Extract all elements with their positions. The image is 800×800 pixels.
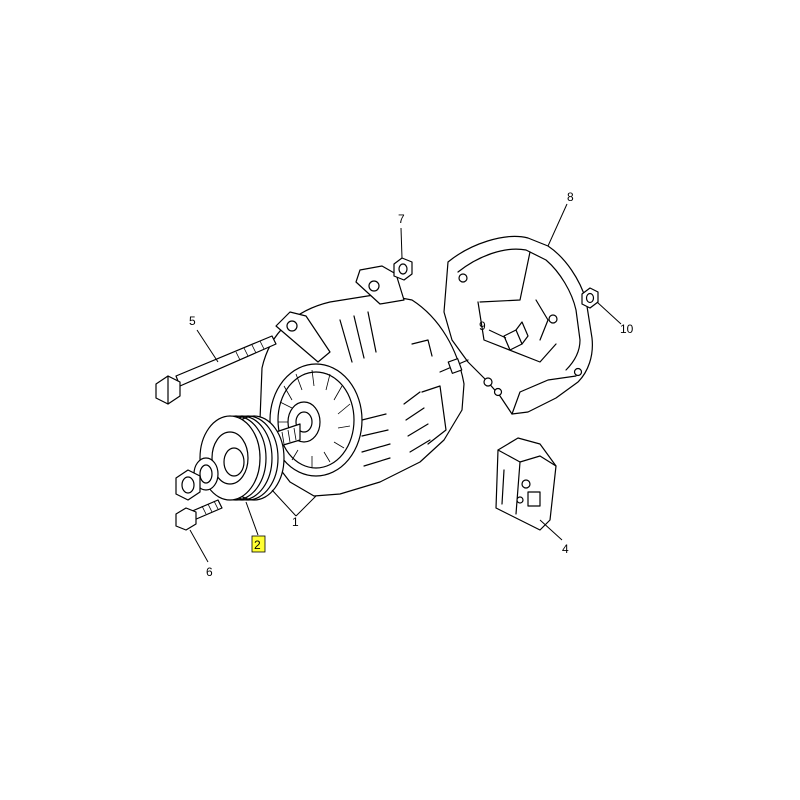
callout-4[interactable]: 4 <box>562 542 569 556</box>
part-9-stud[interactable] <box>503 321 529 351</box>
leader-lines <box>189 203 622 563</box>
part-5-long-bolt[interactable] <box>155 335 277 405</box>
callout-6[interactable]: 6 <box>206 565 213 579</box>
callout-10[interactable]: 10 <box>620 322 634 336</box>
callout-labels: 5 6 7 8 9 10 4 1 2 <box>189 190 634 579</box>
callout-9[interactable]: 9 <box>479 319 486 333</box>
part-8-rear-cover[interactable] <box>443 235 593 415</box>
callout-2-highlight <box>251 535 266 553</box>
part-4-bracket[interactable] <box>495 437 557 531</box>
callout-2[interactable]: 2 <box>254 538 261 552</box>
part-6-short-bolt[interactable] <box>175 499 223 531</box>
callout-5[interactable]: 5 <box>189 314 196 328</box>
part-1-alternator[interactable] <box>259 265 469 497</box>
callout-7[interactable]: 7 <box>398 212 405 226</box>
part-7-nut[interactable] <box>393 257 413 281</box>
part-10-nut[interactable] <box>581 287 599 309</box>
part-2-pulley[interactable] <box>199 415 285 501</box>
pulley-nut[interactable] <box>175 469 201 501</box>
callout-1[interactable]: 1 <box>292 515 299 529</box>
callout-8[interactable]: 8 <box>567 190 574 204</box>
